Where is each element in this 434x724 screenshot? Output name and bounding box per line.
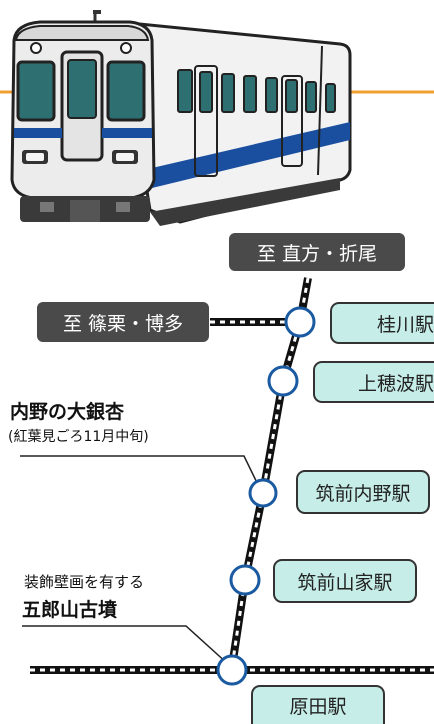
tomb-note-title: 五郎山古墳 [22,599,118,621]
tomb-note-sub: 装飾壁画を有する [24,573,145,591]
ginkgo-leader-line [20,455,263,494]
train-icon [10,10,352,226]
station-label-kamihonami: 上穂波駅 [313,361,434,403]
station-marker-chikuzen-uchino [248,478,278,508]
direction-west-label: 至 篠栗・博多 [37,302,209,342]
station-label-haruda: 原田駅 [251,685,385,724]
station-marker-katsuragawa [284,306,316,338]
station-marker-kamihonami [267,365,299,397]
tomb-leader-line [22,625,229,665]
station-label-katsuragawa: 桂川駅 [330,302,434,344]
station-label-chikuzen-uchino: 筑前内野駅 [296,470,430,514]
station-label-chikuzen-yamae: 筑前山家駅 [273,559,417,603]
ginkgo-note-title: 内野の大銀杏 [10,401,125,423]
ginkgo-note-sub: (紅葉見ごろ11月中旬) [8,429,149,445]
station-marker-chikuzen-yamae [229,564,261,596]
station-marker-haruda [216,654,248,686]
direction-north-label: 至 直方・折尾 [229,233,405,271]
